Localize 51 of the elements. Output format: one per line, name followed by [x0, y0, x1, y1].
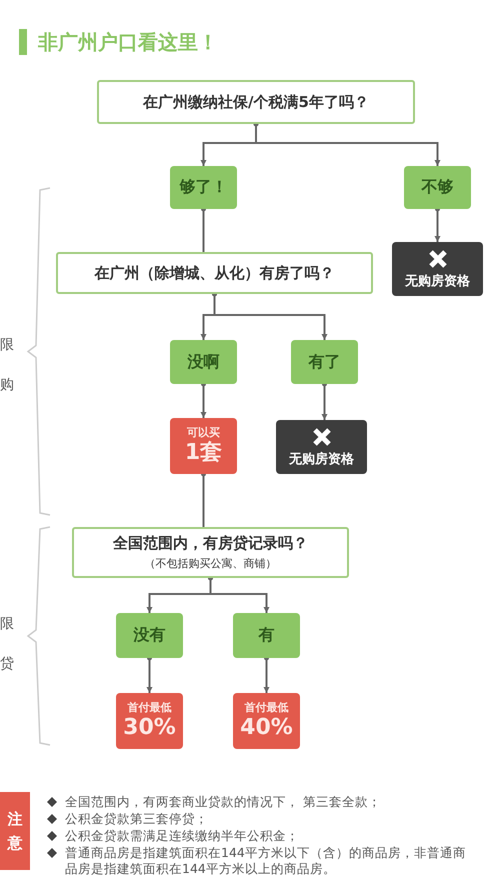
- connector-arrow: [212, 292, 328, 340]
- node-text: 有: [258, 625, 274, 646]
- answer-box: [116, 613, 183, 658]
- node-text: 无购房资格: [289, 450, 354, 468]
- node-text: 1套: [184, 440, 222, 466]
- node-text: 30%: [123, 715, 176, 741]
- result-box: [233, 693, 300, 749]
- answer-box: [170, 340, 237, 384]
- note-text: 公积金贷款需满足连续缴纳半年公积金；: [65, 828, 299, 844]
- title: 非广州户口看这里！: [38, 29, 218, 56]
- node-text: 没啊: [188, 352, 220, 372]
- connector-arrow: [254, 122, 440, 166]
- connector-line: [201, 206, 206, 252]
- node-text: 不够: [422, 177, 454, 198]
- connector-line: [201, 472, 206, 527]
- answer-box: [291, 340, 358, 384]
- question-box: [56, 252, 373, 294]
- result-box: [116, 693, 183, 749]
- connector-arrow: [264, 656, 270, 693]
- side-label: 限购: [0, 336, 15, 395]
- node-text: 首付最低: [128, 701, 172, 715]
- result-box: [170, 418, 237, 474]
- question-box: [97, 80, 415, 124]
- answer-box: [233, 613, 300, 658]
- node-text: 够了！: [180, 177, 228, 198]
- answer-box: [404, 166, 471, 209]
- connector-arrow: [208, 576, 270, 613]
- side-label: 限贷: [0, 615, 15, 674]
- question-box: [72, 527, 349, 578]
- node-text: 在广州（除增城、从化）有房了吗？: [94, 264, 334, 282]
- connector-arrow: [200, 382, 206, 418]
- result-box: [276, 420, 367, 474]
- connector-arrow: [146, 656, 152, 693]
- node-text: 在广州缴纳社保/个税满5年了吗？: [143, 92, 369, 112]
- result-box: [392, 242, 483, 296]
- node-text: 可以买: [187, 426, 220, 440]
- connector-arrow: [322, 382, 328, 420]
- node-text: （不包括购买公寓、商铺）: [144, 556, 276, 571]
- connector-arrow: [434, 206, 440, 242]
- note-text: 普通商品房是指建筑面积在144平方米以下（含）的商品房，非普通商品房是指建筑面积在144平方米以上的商品房。: [65, 845, 467, 877]
- node-text: 40%: [240, 715, 293, 741]
- node-text: 没有: [134, 625, 166, 646]
- note-text: 全国范围内，有两套商业贷款的情况下， 第三套全款；: [65, 794, 381, 810]
- node-text: 全国范围内，有房贷记录吗？: [113, 534, 308, 553]
- answer-box: [170, 166, 237, 209]
- node-text: 首付最低: [244, 701, 288, 715]
- node-text: 有了: [308, 352, 340, 372]
- note-tab: [0, 792, 30, 870]
- node-text: 无购房资格: [405, 272, 470, 290]
- note-text: 公积金贷款第三套停贷；: [65, 811, 208, 827]
- node-text: 注意: [8, 809, 22, 854]
